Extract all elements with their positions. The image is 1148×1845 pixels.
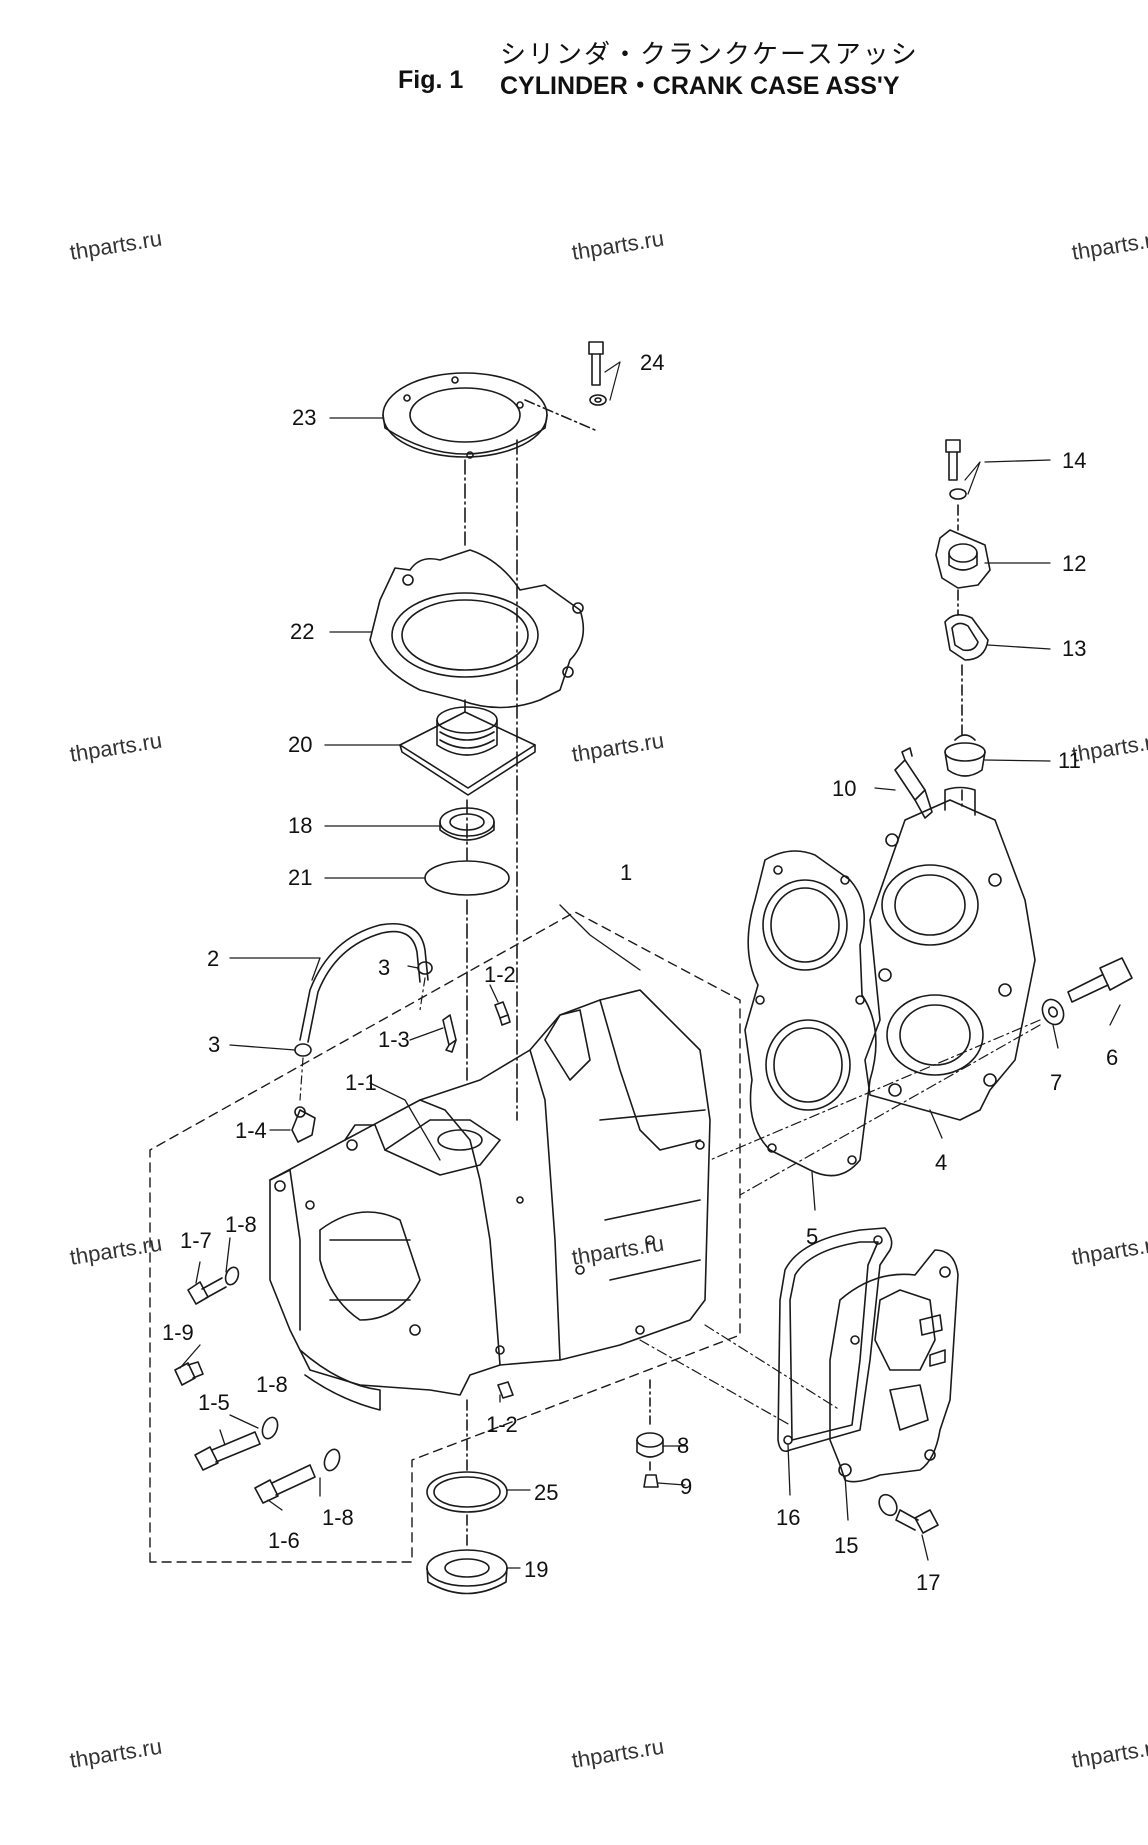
label-17: 17 [916,1570,940,1595]
part-14-bolt [945,439,981,500]
label-3-upper: 3 [378,955,390,980]
label-1: 1 [620,860,632,885]
part-10-spark-plug [894,747,933,819]
part-1-5-bolt [194,1431,261,1471]
label-4: 4 [935,1150,947,1175]
label-8: 8 [677,1433,689,1458]
part-labels: 23 22 20 18 21 24 14 12 13 11 10 1 2 3 3… [162,350,1118,1595]
label-1-3: 1-3 [378,1027,410,1052]
label-1-2-upper: 1-2 [484,962,516,987]
part-3-clamp [294,1043,312,1057]
label-7: 7 [1050,1070,1062,1095]
title-japanese: シリンダ・クランクケースアッシ [500,40,919,70]
label-22: 22 [290,619,314,644]
label-1-2-lower: 1-2 [486,1412,518,1437]
label-19: 19 [524,1557,548,1582]
part-25-o-ring [426,1471,508,1513]
label-1-9: 1-9 [162,1320,194,1345]
part-11-thermostat [944,734,986,777]
part-6-bolt [1067,957,1133,1003]
part-1-8-washer [323,1448,341,1472]
label-25: 25 [534,1480,558,1505]
part-4-cylinder-head [864,786,1036,1121]
part-15-side-cover [829,1249,959,1483]
part-1-8-washer [224,1266,240,1286]
part-16-cover-gasket [777,1227,893,1453]
alignment-line [639,1324,841,1426]
label-1-8-middle: 1-8 [256,1372,288,1397]
alignment-line [524,399,596,431]
label-10: 10 [832,776,856,801]
label-3-lower: 3 [208,1032,220,1057]
part-20-seal-housing [399,706,536,796]
part-7-washer [1041,998,1065,1026]
label-14: 14 [1062,448,1086,473]
label-21: 21 [288,865,312,890]
part-1-2-dowel-lower [497,1381,514,1399]
label-11: 11 [1058,748,1081,773]
title-english: CYLINDER・CRANK CASE ASS'Y [500,72,900,100]
label-6: 6 [1106,1045,1118,1070]
label-1-8-bottom: 1-8 [322,1505,354,1530]
part-9-screw [643,1474,659,1488]
figure-number: Fig. 1 [398,66,464,94]
label-15: 15 [834,1533,858,1558]
label-1-6: 1-6 [268,1528,300,1553]
part-12-thermostat-cover [935,529,991,589]
part-1-6-bolt [254,1464,316,1504]
part-1-7-bolt [187,1277,227,1305]
part-19-seal [426,1549,508,1595]
alignment-line [299,977,426,1101]
label-20: 20 [288,732,312,757]
part-24-bolt [588,341,621,406]
part-1-crank-case [269,989,711,1411]
label-9: 9 [680,1474,692,1499]
label-24: 24 [640,350,664,375]
part-1-3-plug [442,1014,457,1053]
alignment-line [464,459,468,1081]
part-2-hose [299,923,429,1043]
label-1-7: 1-7 [180,1228,212,1253]
label-1-8-top: 1-8 [225,1212,257,1237]
label-1-5: 1-5 [198,1390,230,1415]
label-18: 18 [288,813,312,838]
part-1-9-plug [174,1361,204,1386]
label-5: 5 [806,1224,818,1249]
part-1-4-elbow [291,1106,316,1143]
label-23: 23 [292,405,316,430]
leader-lines [179,417,1121,1569]
part-23-plate [382,372,548,459]
part-22-plate [369,549,585,709]
part-21-o-ring [424,860,510,896]
label-2: 2 [207,946,219,971]
part-1-2-dowel-upper [494,1001,511,1026]
label-12: 12 [1062,551,1086,576]
part-3-clamp [417,961,433,975]
label-16: 16 [776,1505,800,1530]
label-1-4: 1-4 [235,1118,267,1143]
part-1-8-washer [261,1416,279,1440]
alignment-line [709,1019,1041,1196]
label-1-1: 1-1 [345,1070,377,1095]
assembly-1-dashed-outline [149,911,741,1563]
label-13: 13 [1062,636,1086,661]
part-5-head-gasket [744,850,877,1177]
part-13-gasket [944,614,989,661]
part-8-grommet [636,1432,664,1458]
part-17-bolt [878,1493,939,1534]
